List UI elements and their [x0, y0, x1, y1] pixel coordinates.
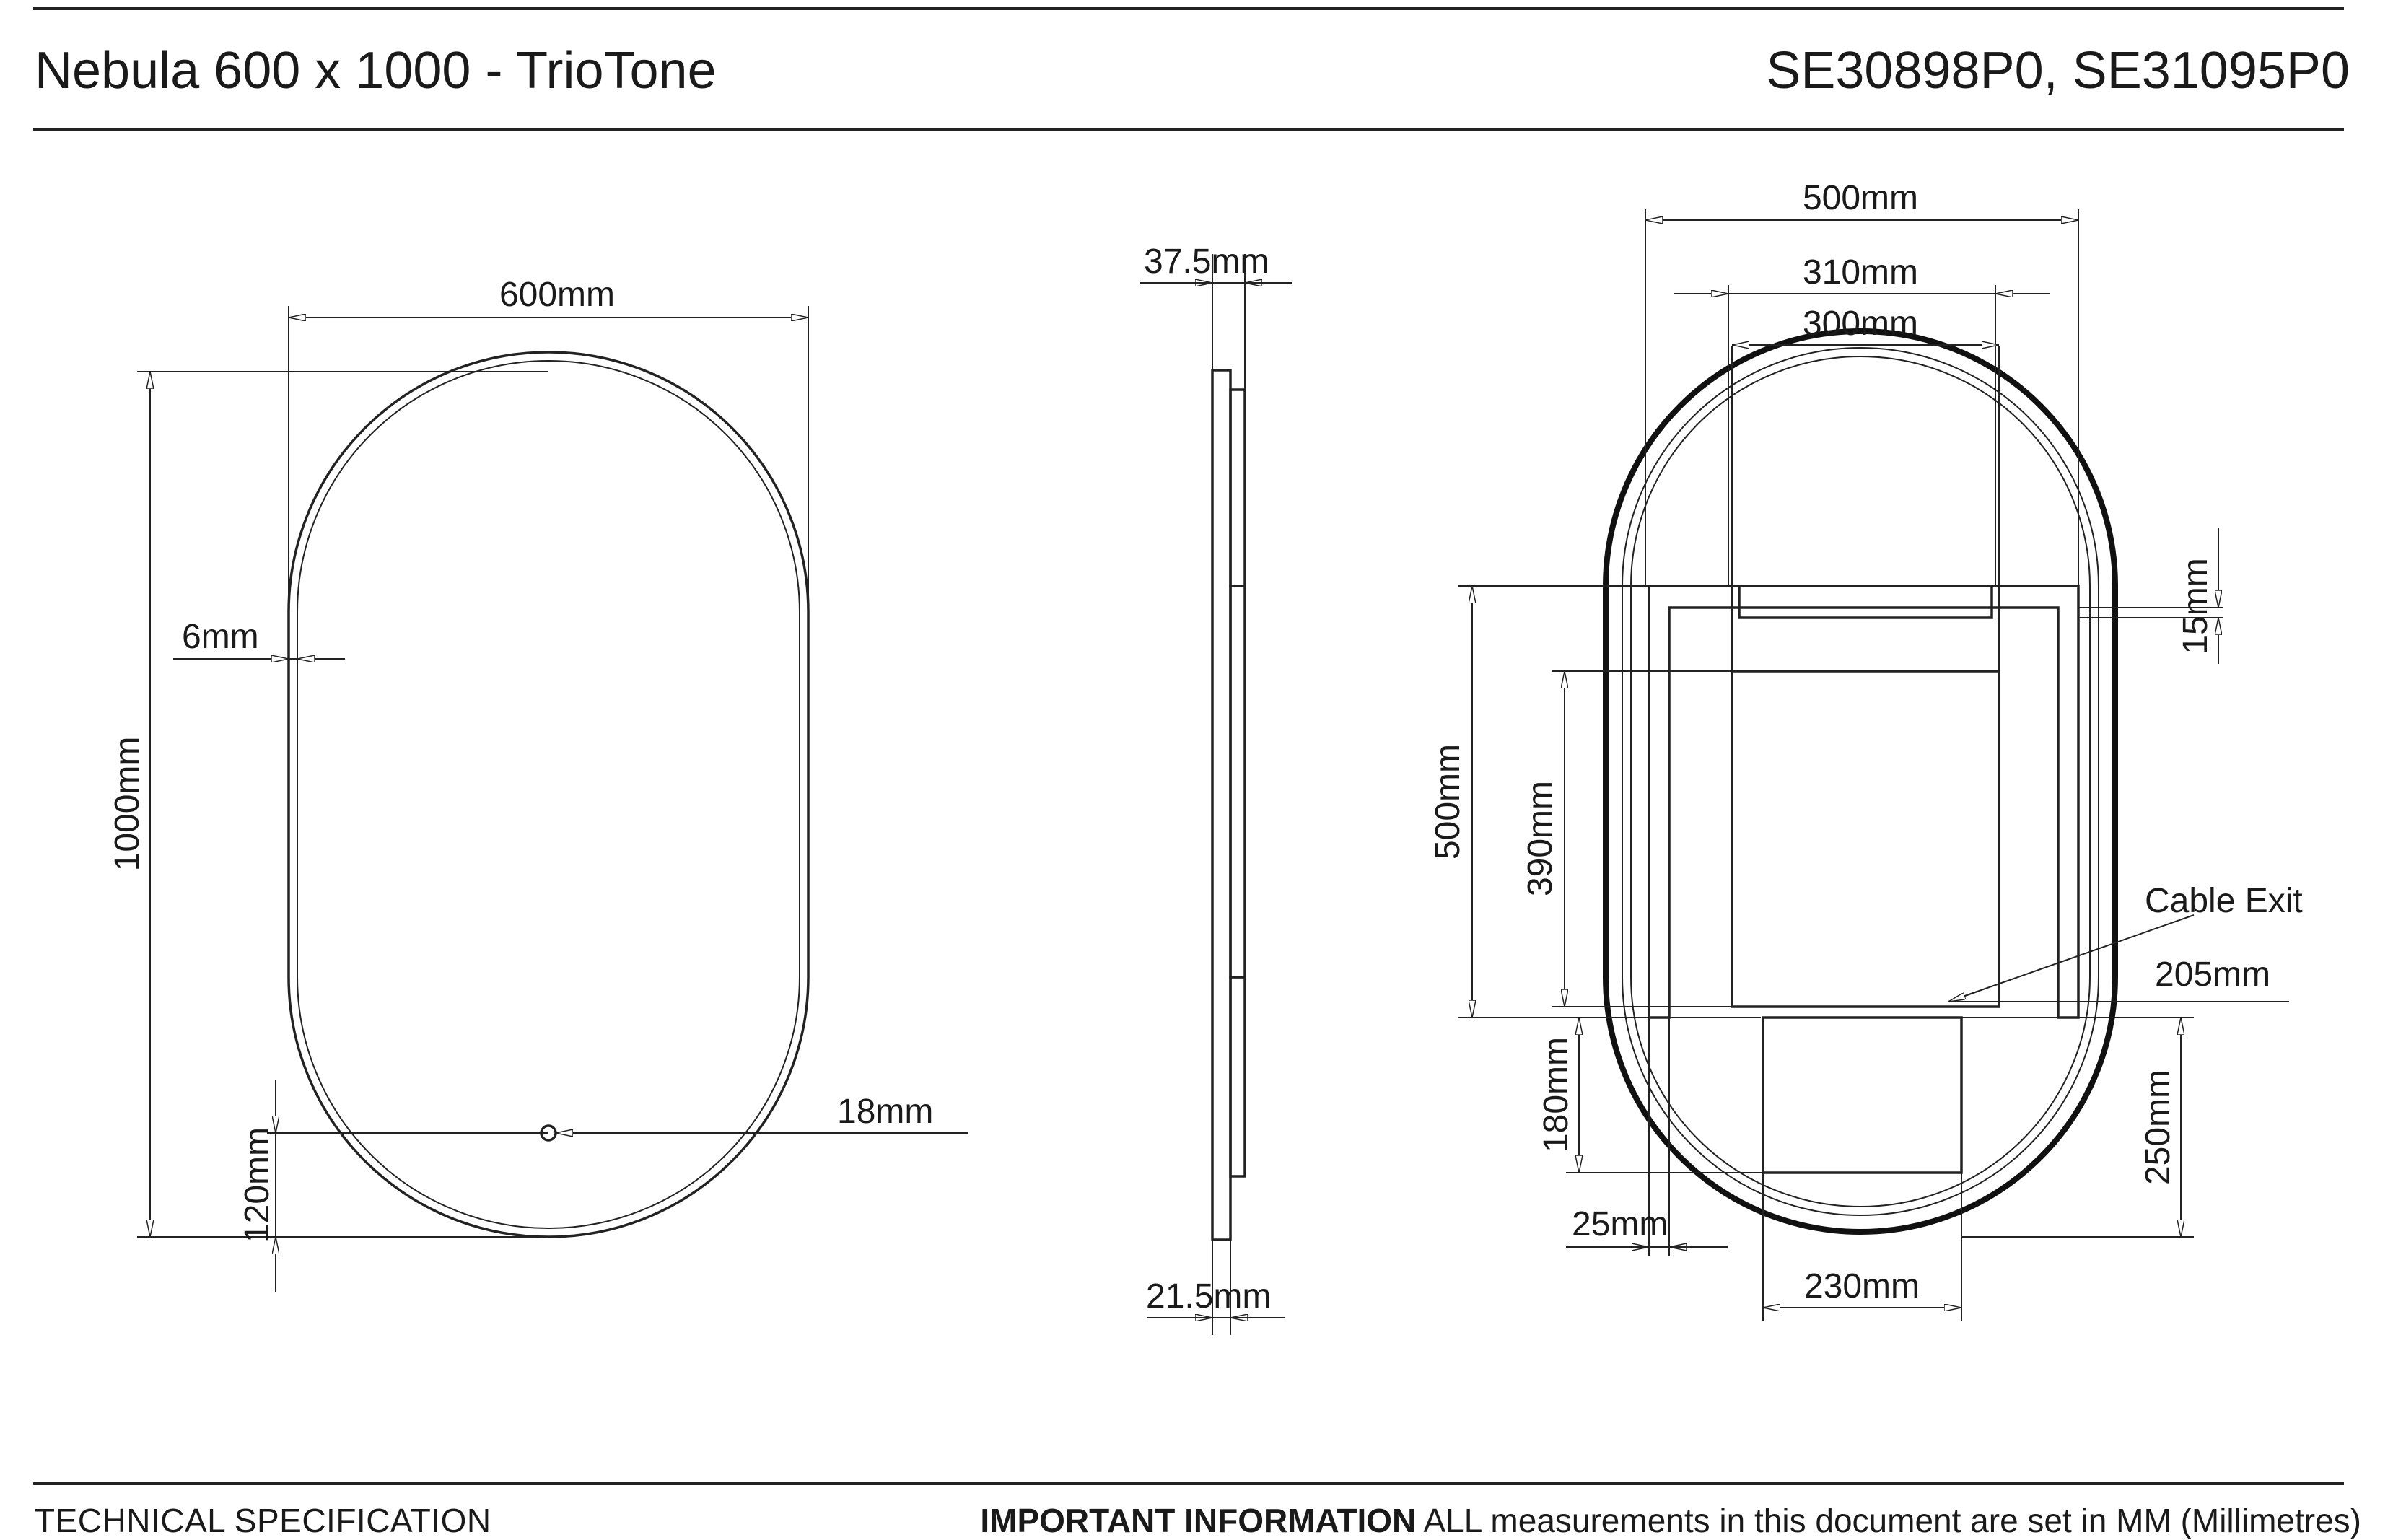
cable-exit-label: Cable Exit [2145, 882, 2303, 920]
driver-box [1762, 1016, 1963, 1174]
gap-label: 15mm [2177, 558, 2215, 654]
drawing-title: Nebula 600 x 1000 - TrioTone [35, 42, 717, 100]
driver-height-label: 180mm [1537, 1037, 1575, 1152]
height-dimension-label: 1000mm [108, 737, 146, 872]
footer-notice: IMPORTANT INFORMATION ALL measurements i… [980, 1502, 2361, 1539]
footer-rule [33, 1482, 2344, 1485]
rear-outline-thick [1603, 328, 2118, 1235]
mounting-panel [1731, 670, 2000, 1008]
footer-spec-label: TECHNICAL SPECIFICATION [35, 1502, 491, 1539]
rear-view: 500mm 310mm 300mm 15mm 500mm 390mm Cable [1429, 179, 2303, 1321]
header-bottom-rule [33, 128, 2344, 131]
side-glass [1211, 369, 1232, 1241]
top-rail [1738, 585, 1993, 619]
rear-outline-inner [1622, 347, 2099, 1216]
frame-width-label: 6mm [182, 618, 259, 656]
rear-outline-inner-2 [1630, 356, 2091, 1207]
side-back-middle [1229, 585, 1246, 979]
bracket-width-label: 310mm [1803, 253, 1918, 292]
footer-notice-text: ALL measurements in this document are se… [1416, 1502, 2361, 1539]
hanging-bracket [1648, 585, 2080, 1019]
side-back-upper [1229, 388, 1246, 587]
bracket-height-label: 500mm [1429, 744, 1467, 859]
front-view: 600mm 1000mm 6mm 18mm 120mm [108, 276, 968, 1292]
mirror-outline-outer [287, 351, 810, 1238]
rear-width-label: 500mm [1803, 179, 1918, 217]
depth-glass-label: 21.5mm [1146, 1277, 1271, 1316]
driver-width-label: 230mm [1804, 1267, 1920, 1305]
footer-notice-bold: IMPORTANT INFORMATION [980, 1502, 1417, 1539]
product-codes: SE30898P0, SE31095P0 [1766, 42, 2350, 100]
cable-offset-label: 205mm [2155, 955, 2270, 994]
panel-width-label: 300mm [1803, 305, 1918, 343]
sensor-size-label: 18mm [837, 1093, 933, 1131]
cable-exit-leader [1948, 914, 2195, 1002]
side-back-lower [1229, 976, 1246, 1178]
edge-offset-label: 25mm [1572, 1205, 1668, 1243]
panel-height-label: 390mm [1521, 781, 1559, 896]
side-view: 37.5mm 21.5mm [1140, 242, 1292, 1335]
depth-total-label: 37.5mm [1144, 242, 1269, 281]
width-dimension-label: 600mm [499, 276, 615, 314]
header-top-rule [33, 7, 2344, 10]
driver-offset-label: 250mm [2139, 1069, 2177, 1185]
sensor-offset-label: 120mm [238, 1127, 276, 1243]
mirror-outline-inner [297, 360, 800, 1229]
